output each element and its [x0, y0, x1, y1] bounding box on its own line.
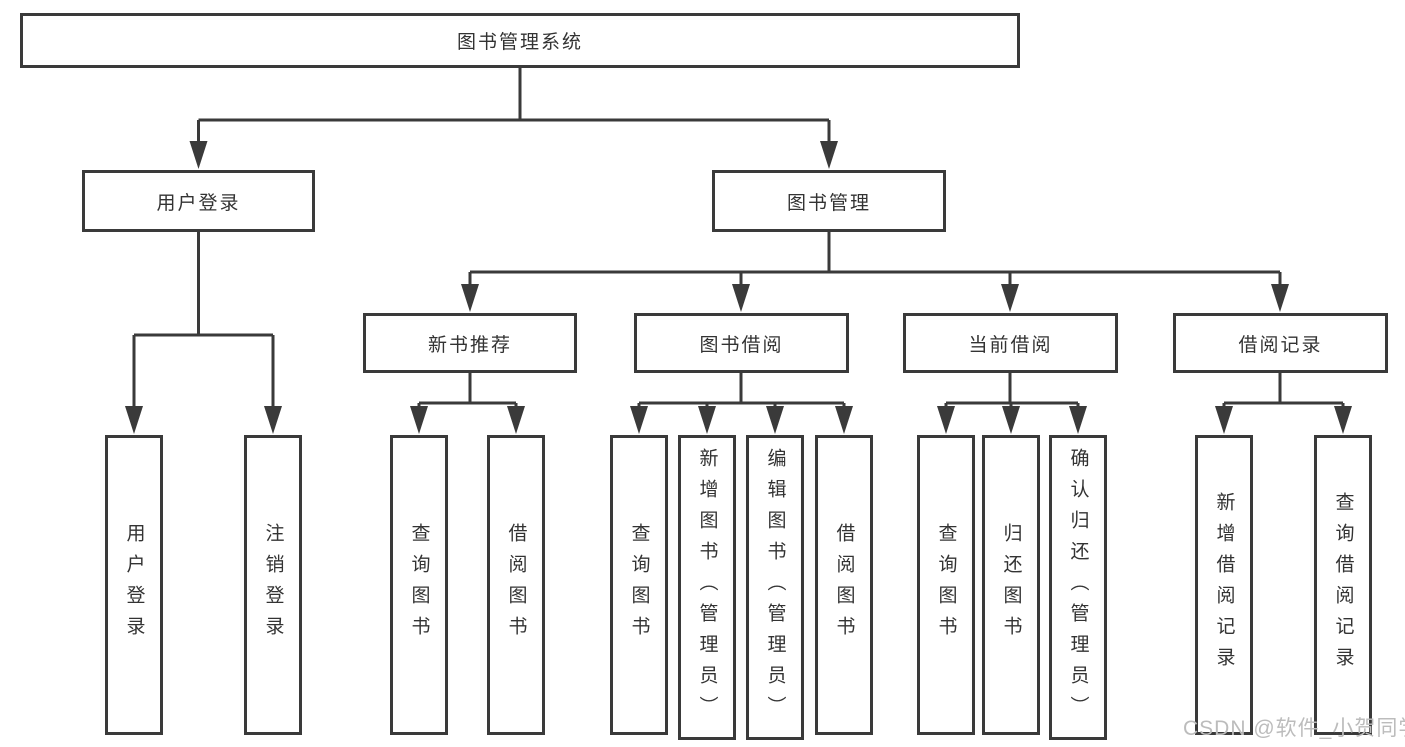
leaf-query-borrow-record: 查询借阅记录 [1314, 435, 1372, 735]
watermark-text: CSDN @软件_小贺同学 [1183, 717, 1405, 740]
node-current-borrow: 当前借阅 [903, 313, 1118, 373]
leaf-confirm-return-admin: 确认归还（管理员） [1049, 435, 1107, 740]
leaf-query-books-borrow: 查询图书 [610, 435, 668, 735]
leaf-borrow-books-recommend: 借阅图书 [487, 435, 545, 735]
leaf-edit-books-admin: 编辑图书（管理员） [746, 435, 804, 740]
node-book-management: 图书管理 [712, 170, 946, 232]
node-borrow-records: 借阅记录 [1173, 313, 1388, 373]
node-new-book-recommend: 新书推荐 [363, 313, 577, 373]
node-book-borrow: 图书借阅 [634, 313, 849, 373]
leaf-user-login: 用户登录 [105, 435, 163, 735]
leaf-logout: 注销登录 [244, 435, 302, 735]
leaf-return-books: 归还图书 [982, 435, 1040, 735]
node-library-system: 图书管理系统 [20, 13, 1020, 68]
leaf-add-books-admin: 新增图书（管理员） [678, 435, 736, 740]
leaf-borrow-books: 借阅图书 [815, 435, 873, 735]
node-user-login: 用户登录 [82, 170, 315, 232]
leaf-query-books-current: 查询图书 [917, 435, 975, 735]
leaf-query-books-recommend: 查询图书 [390, 435, 448, 735]
leaf-add-borrow-record: 新增借阅记录 [1195, 435, 1253, 735]
